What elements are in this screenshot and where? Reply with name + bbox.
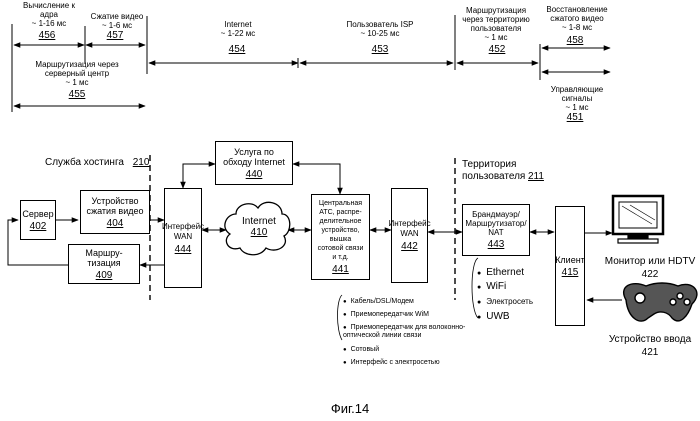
- seg-451-number: 451: [558, 112, 592, 123]
- wan-option-cable: Кабель/DSL/Модем: [343, 298, 414, 306]
- central-office-box: Центральная АТС, распре- делительное уст…: [311, 194, 370, 280]
- monitor-label: Монитор или HDTV 422: [600, 255, 700, 281]
- home-option-uwb: UWB: [477, 311, 510, 323]
- seg-458-label: Восстановление сжатого видео ~ 1-8 мс: [535, 5, 619, 32]
- seg-454-label: Internet ~ 1-22 мс: [198, 20, 278, 38]
- firewall-router-box: Брандмауэр/ Маршрутизатор/ NAT 443: [462, 204, 530, 256]
- wan-interface-442-box: Интерфейс WAN 442: [391, 188, 428, 283]
- hosting-service-label: Служба хостинга 210: [45, 157, 149, 168]
- internet-cloud-label: Internet 410: [232, 216, 286, 238]
- figure-caption: Фиг.14: [300, 401, 400, 416]
- user-territory-label: Территория пользователя 211: [462, 159, 525, 183]
- seg-453-label: Пользователь ISP ~ 10-25 мс: [335, 20, 425, 38]
- seg-456-number: 456: [30, 30, 64, 41]
- routing-box: Маршру- тизация 409: [68, 244, 140, 284]
- seg-457-number: 457: [98, 30, 132, 41]
- gamepad-icon: [624, 283, 697, 321]
- seg-457-label: Сжатие видео ~ 1-6 мс: [82, 12, 152, 30]
- seg-452-label: Маршрутизация через территорию пользоват…: [455, 6, 537, 42]
- home-option-powerline: Электросеть: [477, 296, 533, 308]
- input-device-label: Устройство ввода 421: [600, 333, 700, 359]
- wan-option-wim: Приемопередатчик WiM: [343, 311, 429, 319]
- seg-455-number: 455: [60, 89, 94, 100]
- home-option-wifi: WiFi: [477, 281, 506, 293]
- seg-455-label: Маршрутизация через серверный центр ~ 1 …: [22, 60, 132, 87]
- wan-option-powerline: Интерфейс с электросетью: [343, 359, 440, 367]
- seg-458-number: 458: [558, 35, 592, 46]
- video-compression-box: Устройство сжатия видео 404: [80, 190, 150, 234]
- seg-451-label: Управляющие сигналы ~ 1 мс: [535, 85, 619, 112]
- monitor-icon: [613, 196, 663, 243]
- wan-option-fiber: Приемопередатчик для волоконно- оптическ…: [343, 324, 465, 340]
- wan-option-cellular: Сотовый: [343, 346, 379, 354]
- internet-bypass-box: Услуга по обходу Internet 440: [215, 141, 293, 185]
- seg-452-number: 452: [480, 44, 514, 55]
- seg-456-label: Вычисление к адра ~ 1-16 мс: [8, 1, 90, 28]
- wan-interface-444-box: Интерфейс WAN 444: [164, 188, 202, 288]
- seg-453-number: 453: [363, 44, 397, 55]
- client-box: Клиент 415: [555, 206, 585, 326]
- seg-454-number: 454: [220, 44, 254, 55]
- server-box: Сервер 402: [20, 200, 56, 240]
- home-option-ethernet: Ethernet: [477, 267, 524, 279]
